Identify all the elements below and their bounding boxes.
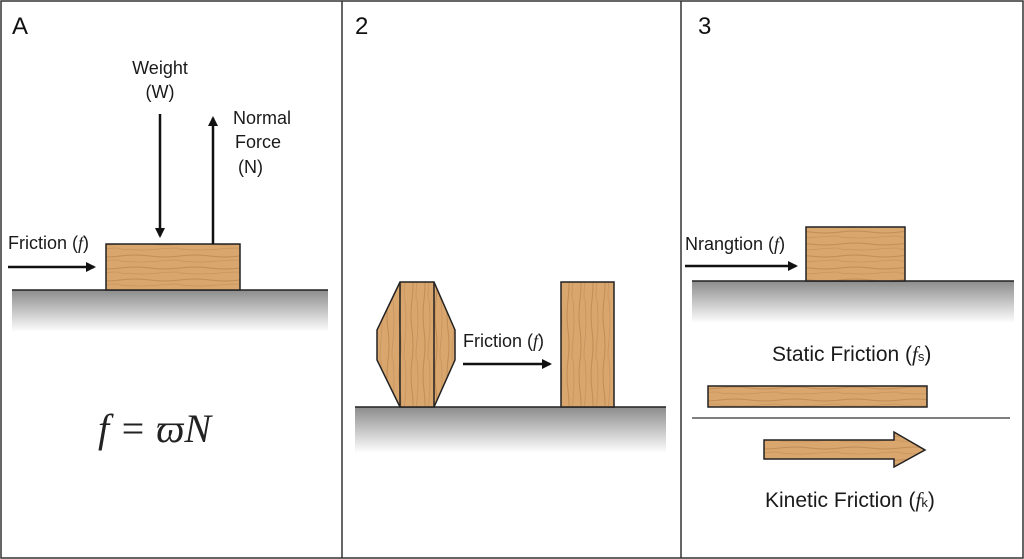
panel-number: A	[12, 13, 28, 40]
wooden-block	[805, 226, 906, 282]
ground-surface	[692, 281, 1014, 323]
normal-symbol: (N)	[238, 157, 263, 177]
ground-surface	[355, 407, 666, 453]
static-friction-label: Static Friction (fs)	[772, 342, 931, 366]
static-friction-bar	[707, 385, 928, 408]
friction-label: Friction (f)	[463, 331, 544, 351]
wooden-block	[105, 243, 241, 291]
tall-wooden-block	[560, 281, 615, 408]
friction-label: Nrangtion (f)	[685, 234, 785, 254]
friction-label: Friction (f)	[8, 233, 89, 253]
normal-label-line2: Force	[235, 132, 281, 152]
panel-number: 2	[355, 13, 368, 40]
friction-formula: f = ϖN	[98, 406, 213, 451]
panel-a: A Weight (W) Normal Force (N) Friction (…	[8, 13, 328, 451]
panel-3: 3 Nrangtion (f) Static Friction (fs) Kin…	[685, 13, 1014, 512]
kinetic-friction-arrow	[763, 430, 927, 469]
panel-number: 3	[698, 13, 711, 40]
normal-label-line1: Normal	[233, 108, 291, 128]
weight-symbol: (W)	[146, 82, 175, 102]
ground-surface	[12, 290, 328, 332]
octagonal-wood-block	[376, 281, 456, 408]
panel-2: 2 Friction (f)	[355, 13, 666, 453]
weight-label: Weight	[132, 58, 188, 78]
kinetic-friction-label: Kinetic Friction (fk)	[765, 488, 935, 512]
